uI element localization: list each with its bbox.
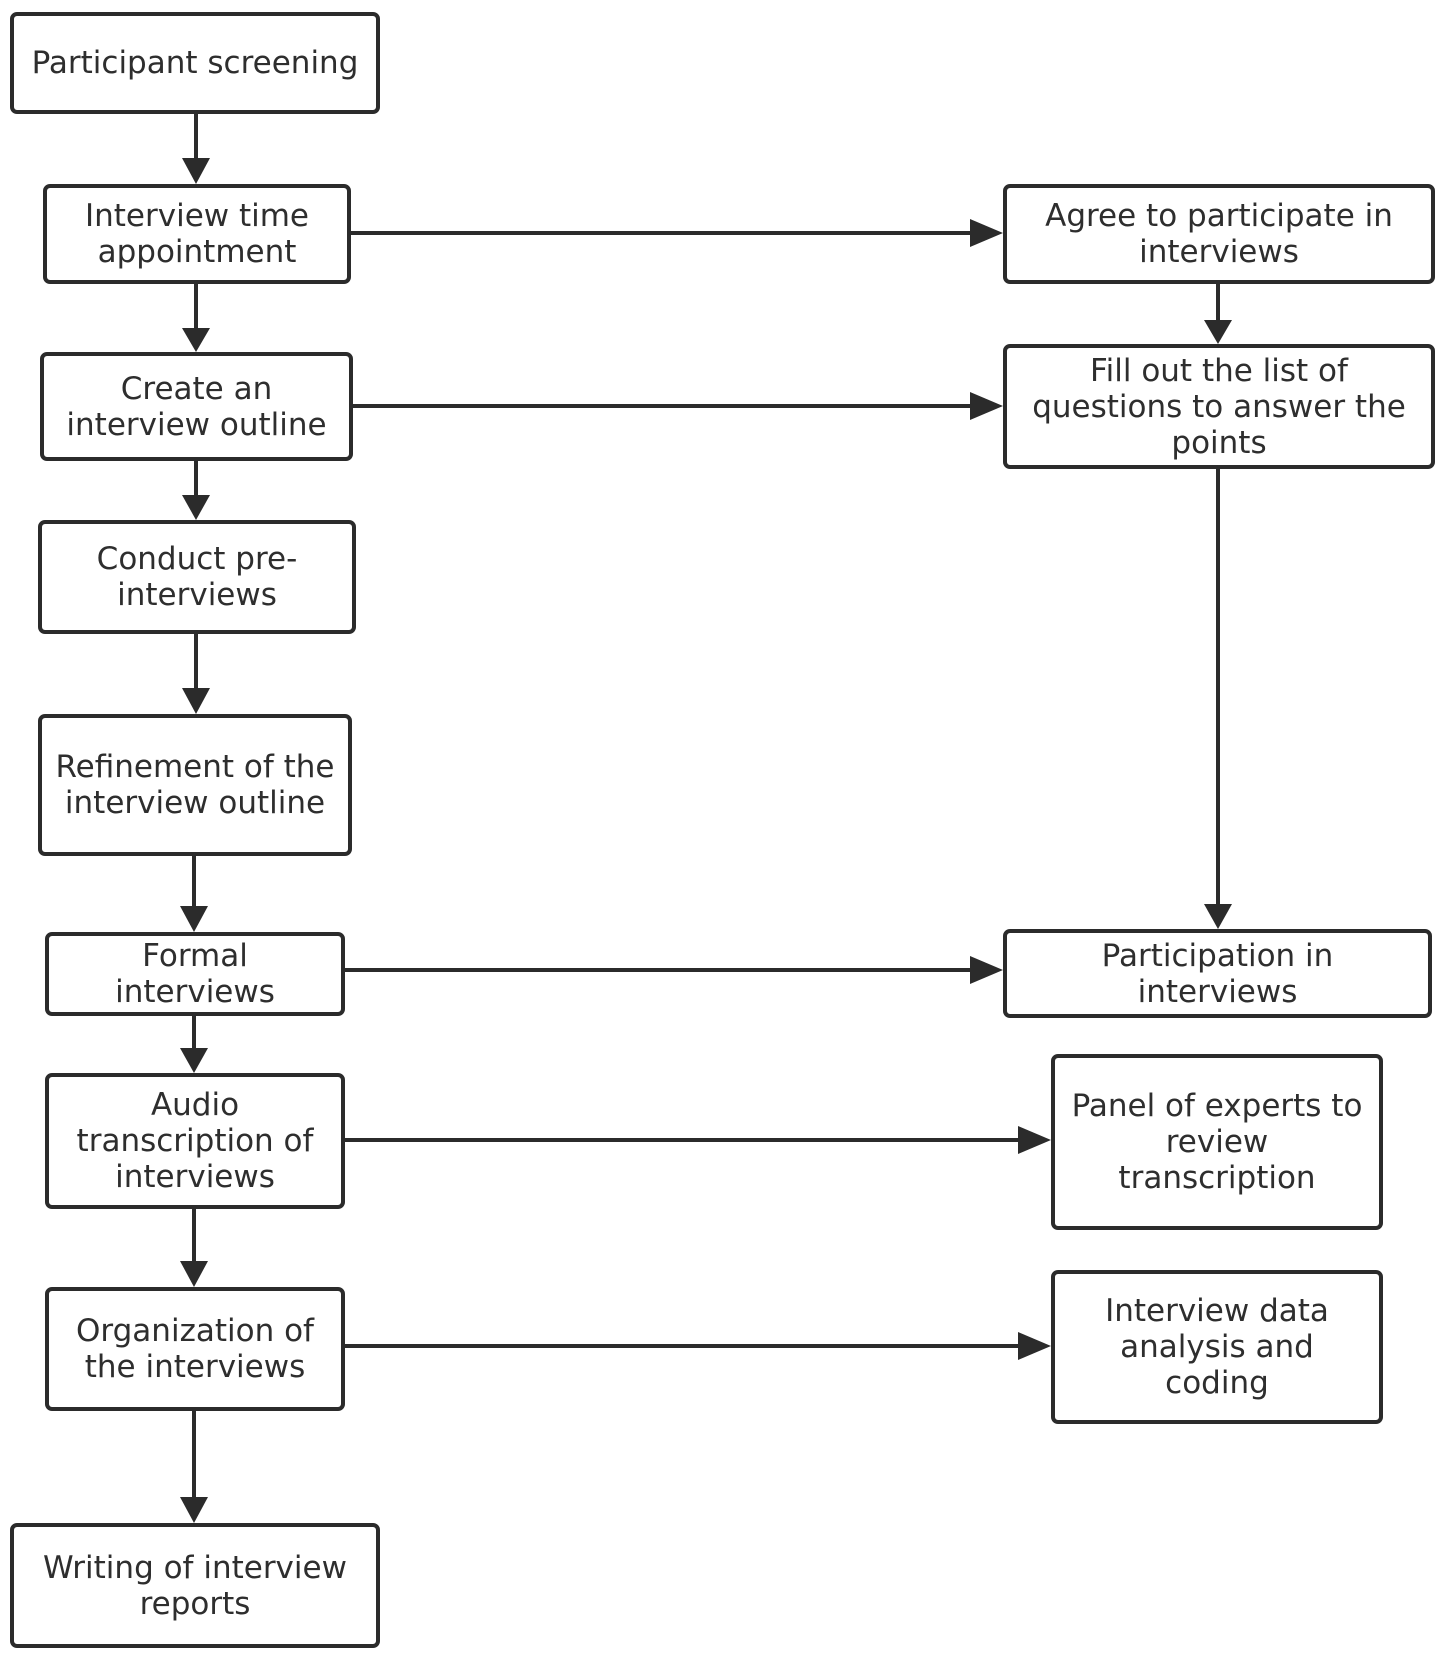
node-label: Refinement of the interview outline (55, 749, 335, 821)
node-interview-time-appointment: Interview time appointment (43, 184, 351, 284)
node-label: Create an interview outline (66, 370, 327, 443)
node-writing-of-reports: Writing of interview reports (10, 1523, 380, 1648)
arrowhead-fill-out (1204, 320, 1232, 344)
node-label: Agree to participate in interviews (1045, 198, 1393, 270)
node-organization-of-interviews: Organization of the interviews (45, 1287, 345, 1411)
node-label: Interview data analysis and coding (1105, 1293, 1329, 1401)
arrowhead-audio (180, 1048, 208, 1073)
node-label: Fill out the list of questions to answer… (1032, 352, 1406, 461)
node-formal-interviews: Formal interviews (45, 932, 345, 1016)
arrowhead-refinement (182, 688, 210, 714)
node-data-analysis-coding: Interview data analysis and coding (1051, 1270, 1383, 1424)
node-audio-transcription: Audio transcription of interviews (45, 1073, 345, 1209)
node-create-interview-outline: Create an interview outline (40, 352, 353, 461)
arrowhead-outline (182, 328, 210, 352)
arrowhead-participation-right (970, 956, 1003, 984)
arrowhead-participation (1204, 904, 1232, 929)
arrowhead-analysis (1018, 1332, 1051, 1360)
node-label: Participant screening (31, 45, 359, 81)
arrowhead-organization (180, 1261, 208, 1287)
node-label: Interview time appointment (84, 198, 310, 270)
node-label: Conduct pre-interviews (96, 541, 298, 613)
node-label: Audio transcription of interviews (76, 1087, 314, 1195)
node-participation-in-interviews: Participation in interviews (1003, 929, 1432, 1018)
node-conduct-pre-interviews: Conduct pre-interviews (38, 520, 356, 634)
arrowhead-pre-interviews (182, 495, 210, 520)
node-label: Panel of experts to review transcription (1071, 1088, 1363, 1196)
arrowhead-appointment (182, 158, 210, 184)
node-fill-out-questions: Fill out the list of questions to answer… (1003, 344, 1435, 469)
arrowhead-report (180, 1497, 208, 1523)
node-refinement-of-outline: Refinement of the interview outline (38, 714, 352, 856)
node-label: Participation in interviews (1101, 937, 1334, 1010)
node-label: Organization of the interviews (76, 1313, 314, 1385)
node-participant-screening: Participant screening (10, 12, 380, 114)
node-label: Formal interviews (115, 938, 275, 1010)
node-panel-of-experts: Panel of experts to review transcription (1051, 1054, 1383, 1230)
arrowhead-fill-out-right (970, 392, 1003, 420)
arrowhead-formal (180, 906, 208, 932)
arrowhead-agree (970, 219, 1003, 247)
arrowhead-panel (1018, 1126, 1051, 1154)
node-agree-to-participate: Agree to participate in interviews (1003, 184, 1435, 284)
node-label: Writing of interview reports (43, 1549, 347, 1622)
